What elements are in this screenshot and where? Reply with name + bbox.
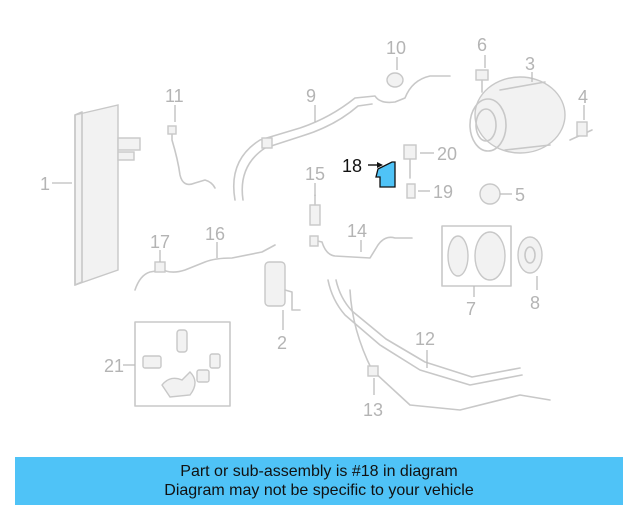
callout-2: 2 bbox=[277, 333, 287, 353]
highlighted-part-18 bbox=[375, 161, 396, 188]
callout-10: 10 bbox=[386, 38, 406, 58]
bolt-part-20 bbox=[403, 144, 417, 179]
info-banner: Part or sub-assembly is #18 in diagram D… bbox=[15, 457, 623, 505]
bolt-part-6 bbox=[475, 69, 489, 93]
callout-1: 1 bbox=[40, 174, 50, 194]
cap-part-5 bbox=[479, 183, 501, 205]
callout-3: 3 bbox=[525, 54, 535, 74]
callout-13: 13 bbox=[363, 400, 383, 420]
line-part-14 bbox=[309, 235, 413, 259]
callout-21: 21 bbox=[104, 356, 124, 376]
callout-16: 16 bbox=[205, 224, 225, 244]
callout-15: 15 bbox=[305, 164, 325, 184]
seal-kit-part-21 bbox=[134, 321, 231, 407]
callout-18: 18 bbox=[342, 156, 362, 176]
line-part-13 bbox=[349, 289, 551, 411]
callout-6: 6 bbox=[477, 35, 487, 55]
callout-14: 14 bbox=[347, 221, 367, 241]
arrowhead-18 bbox=[377, 162, 383, 168]
callout-7: 7 bbox=[466, 299, 476, 319]
switch-part-15 bbox=[309, 194, 321, 226]
banner-line-part-number: Part or sub-assembly is #18 in diagram bbox=[180, 463, 458, 480]
coil-part-8 bbox=[517, 236, 543, 274]
callout-5: 5 bbox=[515, 185, 525, 205]
drier-part-2 bbox=[264, 261, 301, 311]
line-part-11 bbox=[167, 125, 216, 189]
line-part-16 bbox=[159, 244, 276, 273]
line-part-17 bbox=[134, 261, 166, 291]
callout-12: 12 bbox=[415, 329, 435, 349]
line-part-12 bbox=[327, 279, 523, 386]
callout-17: 17 bbox=[150, 232, 170, 252]
clutch-set-part-7 bbox=[441, 225, 512, 287]
condenser-part-1 bbox=[74, 104, 141, 286]
callout-20: 20 bbox=[437, 144, 457, 164]
callout-19: 19 bbox=[433, 182, 453, 202]
line-part-9 bbox=[233, 75, 451, 201]
callout-4: 4 bbox=[578, 87, 588, 107]
callout-8: 8 bbox=[530, 293, 540, 313]
compressor-part-3 bbox=[469, 76, 566, 154]
parts-diagram: 1 11 9 10 6 3 4 bbox=[40, 35, 593, 420]
callout-11: 11 bbox=[165, 86, 184, 106]
banner-line-disclaimer: Diagram may not be specific to your vehi… bbox=[164, 482, 474, 499]
fitting-part-4 bbox=[569, 121, 593, 141]
cap-part-10 bbox=[386, 72, 404, 88]
callout-9: 9 bbox=[306, 86, 316, 106]
bolt-part-19 bbox=[406, 183, 416, 199]
